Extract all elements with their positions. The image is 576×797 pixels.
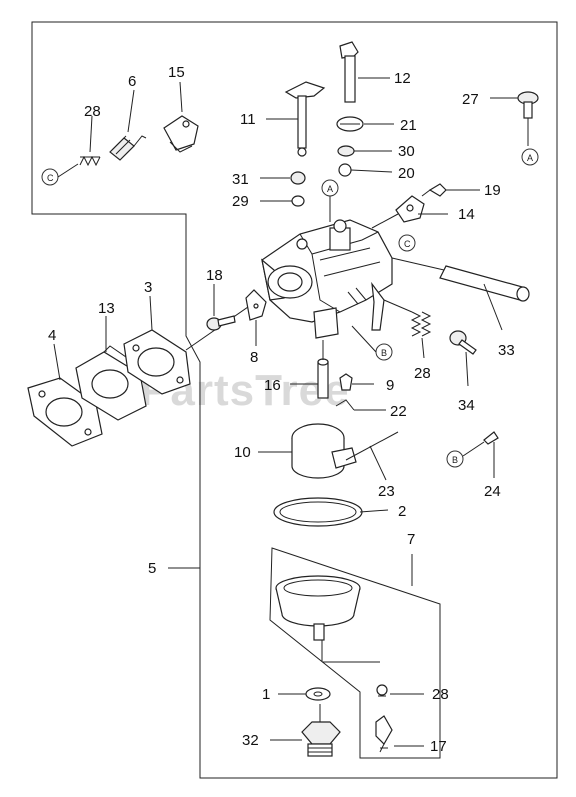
- ref-b-right-text: B: [452, 455, 458, 465]
- needle-valve-6: [109, 135, 147, 161]
- callout-28-top: 28: [84, 103, 101, 120]
- float-bowl-7: [275, 575, 361, 641]
- callout-29: 29: [232, 193, 249, 210]
- screw-19: [421, 183, 447, 197]
- choke-shaft-12: [339, 41, 359, 103]
- carburetor-body: [261, 219, 393, 339]
- callout-33: 33: [498, 342, 515, 359]
- callout-18: 18: [206, 267, 223, 284]
- spring-28-lower: [376, 684, 388, 697]
- choke-plate-21: [336, 116, 364, 132]
- callout-34: 34: [458, 397, 475, 414]
- callout-12: 12: [394, 70, 411, 87]
- callout-8: 8: [250, 349, 258, 366]
- gasket-3: [123, 329, 191, 395]
- ball-20: [338, 163, 352, 177]
- plate-8: [245, 289, 267, 321]
- callout-19: 19: [484, 182, 501, 199]
- ref-a-right-text: A: [527, 153, 533, 163]
- diagram-frame: [31, 21, 558, 779]
- callout-5: 5: [148, 560, 156, 577]
- choke-lever-15: [163, 115, 199, 153]
- callout-28-right: 28: [414, 365, 431, 382]
- float-pin-23: [345, 431, 399, 461]
- ref-marker-a-right: A: [521, 148, 539, 166]
- callout-27: 27: [462, 91, 479, 108]
- screw-30: [337, 145, 355, 157]
- callout-21: 21: [400, 117, 417, 134]
- ref-c-left-text: C: [47, 173, 54, 183]
- callout-20: 20: [398, 165, 415, 182]
- spring-28-top: [79, 155, 101, 167]
- clip-22: [335, 399, 355, 411]
- screw-18: [206, 315, 236, 331]
- callout-7: 7: [407, 531, 415, 548]
- ref-marker-b-right: B: [446, 441, 485, 468]
- ref-marker-b-body: B: [351, 325, 393, 361]
- callout-22: 22: [390, 403, 407, 420]
- callout-16: 16: [264, 377, 281, 394]
- screw-34: [449, 330, 477, 355]
- callout-30: 30: [398, 143, 415, 160]
- choke-plate-14: [395, 195, 425, 223]
- callout-2: 2: [398, 503, 406, 520]
- callout-32: 32: [242, 732, 259, 749]
- callout-15: 15: [168, 64, 185, 81]
- drain-bolt-32: [301, 721, 341, 757]
- callout-28-lower: 28: [432, 686, 449, 703]
- washer-1: [305, 687, 331, 701]
- callout-24: 24: [484, 483, 501, 500]
- callout-1: 1: [262, 686, 270, 703]
- ref-marker-c-body: C: [398, 234, 416, 252]
- callout-10: 10: [234, 444, 251, 461]
- nozzle-16: [317, 358, 329, 399]
- gasket-2: [273, 497, 363, 527]
- screw-17: [375, 715, 393, 753]
- ref-marker-a-body: A: [321, 179, 339, 222]
- float-10: [291, 423, 357, 479]
- shaft-33: [439, 265, 530, 302]
- part-24: [483, 431, 499, 445]
- callout-23: 23: [378, 483, 395, 500]
- callout-6: 6: [128, 73, 136, 90]
- spring-28-right: [410, 311, 432, 337]
- ref-a-body-text: A: [327, 184, 333, 194]
- callout-14: 14: [458, 206, 475, 223]
- seal-29: [291, 195, 305, 207]
- callout-31: 31: [232, 171, 249, 188]
- screw-27: [517, 91, 539, 119]
- needle-9: [339, 373, 353, 391]
- plug-31: [290, 171, 306, 185]
- throttle-shaft-11: [284, 81, 326, 157]
- callout-11: 11: [240, 111, 256, 128]
- callout-4: 4: [48, 327, 56, 344]
- ref-b-body-text: B: [381, 348, 387, 358]
- callout-13: 13: [98, 300, 115, 317]
- ref-c-body-text: C: [404, 239, 411, 249]
- callout-9: 9: [386, 377, 394, 394]
- callout-3: 3: [144, 279, 152, 296]
- ref-marker-c-left: C: [41, 163, 79, 186]
- callout-17: 17: [430, 738, 447, 755]
